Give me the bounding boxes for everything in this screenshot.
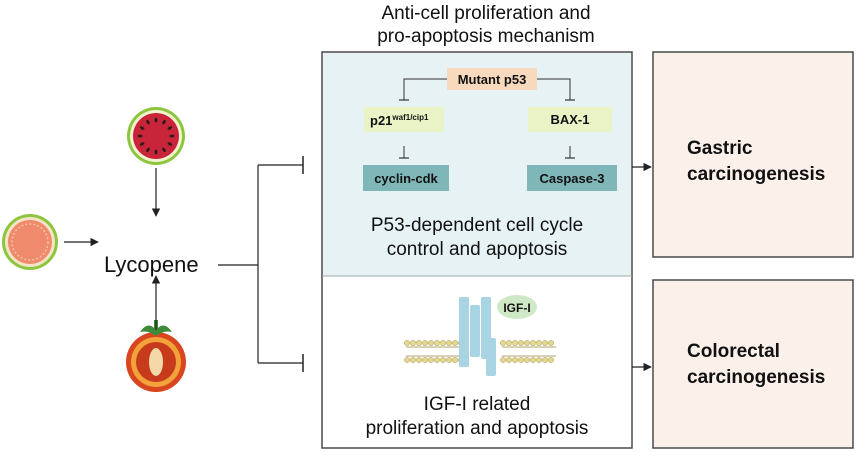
inhibit-line-p21 xyxy=(403,78,447,100)
lipid-head xyxy=(446,340,452,346)
bax-box xyxy=(528,107,612,132)
gastric-line-1: Gastric xyxy=(687,138,753,159)
gastric-line-2: carcinogenesis xyxy=(687,164,825,185)
lipid-head xyxy=(518,340,524,346)
lipid-head xyxy=(428,340,434,346)
seed xyxy=(137,134,143,138)
lipid-head xyxy=(416,357,422,363)
lipid-head xyxy=(542,340,548,346)
header-line-1: Anti-cell proliferation and xyxy=(381,3,590,24)
igf-receptor xyxy=(459,297,496,376)
lipid-head xyxy=(404,340,410,346)
cell-membrane-right xyxy=(500,340,556,363)
colorectal-line-1: Colorectal xyxy=(687,341,780,362)
inhibit-line-bax xyxy=(537,78,571,100)
lipid-head xyxy=(428,357,434,363)
cell-membrane-left xyxy=(404,340,464,363)
lipid-head xyxy=(512,357,518,363)
grapefruit-icon xyxy=(2,214,58,270)
lipid-head xyxy=(446,357,452,363)
lipid-head xyxy=(506,357,512,363)
lipid-head xyxy=(548,340,554,346)
lipid-head xyxy=(548,357,554,363)
igf-caption-line-1: IGF-I related xyxy=(424,394,531,415)
lycopene-label: Lycopene xyxy=(104,252,199,277)
seed xyxy=(162,147,166,153)
lipid-head xyxy=(530,357,536,363)
lipid-head xyxy=(422,357,428,363)
p21-main: p21 xyxy=(370,113,392,128)
seed xyxy=(167,142,173,146)
lipid-head xyxy=(452,340,458,346)
lipid-head xyxy=(500,357,506,363)
lipid-head xyxy=(500,340,506,346)
lipid-head xyxy=(536,357,542,363)
lipid-head xyxy=(512,340,518,346)
lipid-head xyxy=(434,357,440,363)
lipid-head xyxy=(404,357,410,363)
seed xyxy=(169,134,175,138)
cyclin-cdk-box xyxy=(363,165,449,191)
seed xyxy=(146,119,150,125)
seed xyxy=(139,126,145,130)
lipid-head xyxy=(542,357,548,363)
lipid-head xyxy=(452,357,458,363)
lipid-head xyxy=(434,340,440,346)
lipid-head xyxy=(440,340,446,346)
seed xyxy=(154,149,158,155)
tomato-icon xyxy=(126,320,186,392)
p53-caption-line-1: P53-dependent cell cycle xyxy=(371,215,583,236)
gastric-outcome-box xyxy=(652,51,854,258)
p21-box xyxy=(364,107,444,132)
cyclin-cdk-label: cyclin-cdk xyxy=(374,171,438,186)
seed xyxy=(162,119,166,125)
p21-superscript: waf1/cip1 xyxy=(391,113,429,122)
igf-ligand-label: IGF-I xyxy=(503,301,530,315)
seed xyxy=(139,142,145,146)
caspase-3-box xyxy=(527,165,617,191)
caspase-3-label: Caspase-3 xyxy=(539,171,604,186)
lipid-head xyxy=(416,340,422,346)
lipid-head xyxy=(440,357,446,363)
header-line-2: pro-apoptosis mechanism xyxy=(377,26,595,47)
seed xyxy=(154,117,158,123)
p53-caption-line-2: control and apoptosis xyxy=(387,239,568,260)
inhibition-bracket xyxy=(218,156,304,372)
lipid-head xyxy=(524,340,530,346)
lipid-head xyxy=(530,340,536,346)
colorectal-line-2: carcinogenesis xyxy=(687,367,825,388)
lipid-head xyxy=(410,357,416,363)
lipid-head xyxy=(536,340,542,346)
lipid-head xyxy=(422,340,428,346)
p21-label: p21waf1/cip1 xyxy=(370,113,429,128)
colorectal-outcome-box xyxy=(652,279,854,449)
mutant-p53-box xyxy=(447,68,537,90)
lipid-head xyxy=(410,340,416,346)
lipid-head xyxy=(506,340,512,346)
lipid-head xyxy=(518,357,524,363)
mutant-p53-label: Mutant p53 xyxy=(458,72,527,87)
bax-label: BAX-1 xyxy=(550,112,589,127)
watermelon-icon xyxy=(127,107,185,165)
seed xyxy=(167,126,173,130)
igf-ligand-bubble xyxy=(497,295,537,319)
seed xyxy=(146,147,150,153)
igf-caption-line-2: proliferation and apoptosis xyxy=(366,418,589,439)
p53-panel-background xyxy=(323,53,631,276)
lipid-head xyxy=(524,357,530,363)
